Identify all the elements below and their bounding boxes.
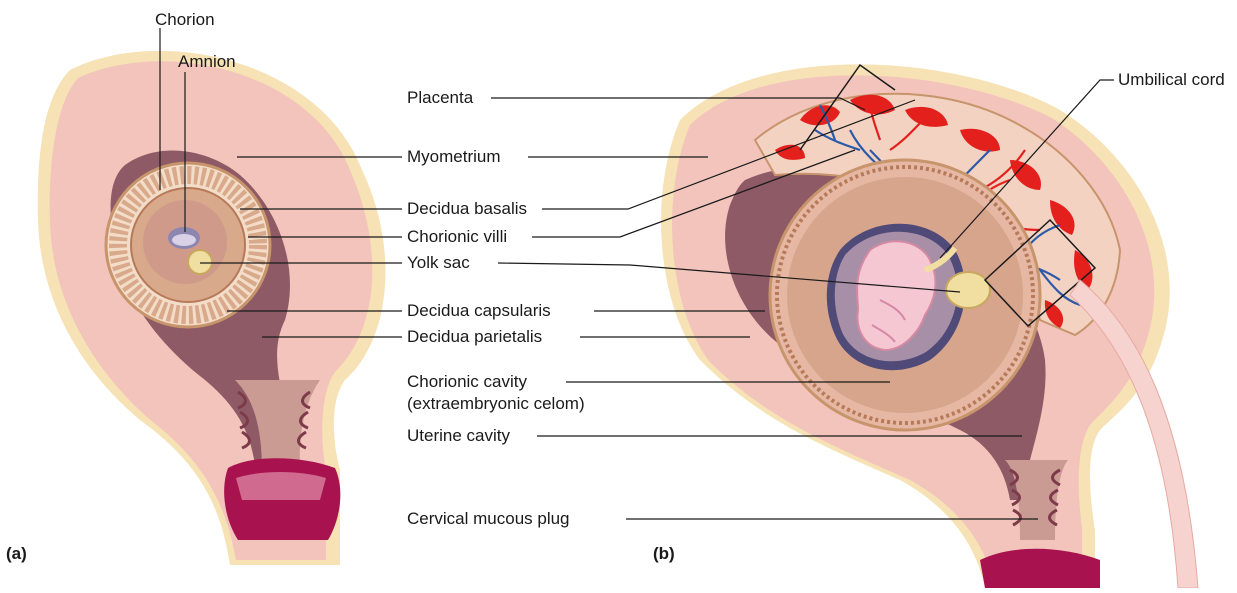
label-amnion: Amnion: [178, 52, 236, 72]
uterus-a: [38, 51, 386, 565]
uterus-b: [661, 64, 1198, 588]
label-decidua-parietalis: Decidua parietalis: [407, 327, 542, 347]
label-extraembryonic-celom: (extraembryonic celom): [407, 394, 585, 414]
label-decidua-capsularis: Decidua capsularis: [407, 301, 551, 321]
label-chorion: Chorion: [155, 10, 215, 30]
label-umbilical-cord: Umbilical cord: [1118, 70, 1225, 90]
label-yolk-sac: Yolk sac: [407, 253, 470, 273]
label-uterine-cavity: Uterine cavity: [407, 426, 510, 446]
uterus-b-cervix-magenta: [980, 549, 1100, 588]
cervix-a-highlight: [236, 472, 326, 500]
yolk-sac-b: [946, 272, 990, 308]
panel-label-b: (b): [653, 544, 675, 564]
yolk-sac-a: [188, 250, 212, 274]
panel-label-a: (a): [6, 544, 27, 564]
label-decidua-basalis: Decidua basalis: [407, 199, 527, 219]
label-cervical-mucous-plug: Cervical mucous plug: [407, 509, 570, 529]
embryo-a: [172, 234, 196, 246]
label-myometrium: Myometrium: [407, 147, 501, 167]
label-placenta: Placenta: [407, 88, 473, 108]
label-chorionic-villi: Chorionic villi: [407, 227, 507, 247]
label-chorionic-cavity: Chorionic cavity: [407, 372, 527, 392]
